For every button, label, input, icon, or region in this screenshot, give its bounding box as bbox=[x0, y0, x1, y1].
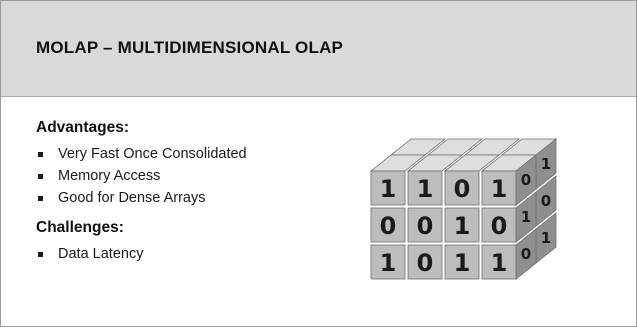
title-bar: MOLAP – MULTIDIMENSIONAL OLAP bbox=[1, 1, 636, 97]
cube-side-digit: 1 bbox=[521, 208, 531, 226]
cube-front-digit: 1 bbox=[454, 249, 471, 277]
cube-front-digit: 1 bbox=[454, 212, 471, 240]
bullet-icon bbox=[38, 196, 43, 201]
advantages-list: Very Fast Once Consolidated Memory Acces… bbox=[36, 143, 346, 209]
cube-front-face bbox=[407, 244, 443, 280]
advantage-text: Good for Dense Arrays bbox=[58, 190, 206, 206]
challenges-heading: Challenges: bbox=[36, 219, 124, 236]
cube-front-digit: 1 bbox=[491, 249, 508, 277]
cube-side-digit: 1 bbox=[541, 155, 551, 173]
content-text: Advantages: Very Fast Once Consolidated … bbox=[36, 119, 346, 265]
cube-front-digit: 0 bbox=[417, 249, 434, 277]
cube-side-digit: 1 bbox=[541, 229, 551, 247]
cube-front-digit: 1 bbox=[380, 175, 397, 203]
cube-front-digit: 0 bbox=[380, 212, 397, 240]
cube-front-face bbox=[444, 207, 480, 243]
cube-front-face bbox=[481, 170, 517, 206]
advantage-item: Good for Dense Arrays bbox=[36, 187, 346, 209]
cube-front-face bbox=[370, 207, 406, 243]
advantage-text: Memory Access bbox=[58, 168, 161, 184]
challenges-list: Data Latency bbox=[36, 243, 346, 265]
advantage-item: Very Fast Once Consolidated bbox=[36, 143, 346, 165]
cube-front-face bbox=[481, 207, 517, 243]
cube-front-face bbox=[407, 207, 443, 243]
cube-front-face bbox=[444, 170, 480, 206]
cube-side-digit: 0 bbox=[521, 171, 531, 189]
challenge-text: Data Latency bbox=[58, 246, 144, 262]
cube-front-digit: 1 bbox=[380, 249, 397, 277]
cube-front-face bbox=[481, 244, 517, 280]
bullet-icon bbox=[38, 174, 43, 179]
cube-front-face bbox=[444, 244, 480, 280]
cube-front-digit: 0 bbox=[417, 212, 434, 240]
advantage-text: Very Fast Once Consolidated bbox=[58, 146, 247, 162]
challenge-item: Data Latency bbox=[36, 243, 346, 265]
cube-front-face bbox=[370, 244, 406, 280]
cube-front-digit: 0 bbox=[454, 175, 471, 203]
cube-side-digit: 0 bbox=[541, 192, 551, 210]
cube-front-digit: 0 bbox=[491, 212, 508, 240]
advantage-item: Memory Access bbox=[36, 165, 346, 187]
cube-front-digit: 1 bbox=[417, 175, 434, 203]
bullet-icon bbox=[38, 152, 43, 157]
cube-side-digit: 0 bbox=[521, 245, 531, 263]
slide-title: MOLAP – MULTIDIMENSIONAL OLAP bbox=[36, 38, 344, 57]
cube-front-digit: 1 bbox=[491, 175, 508, 203]
bullet-icon bbox=[38, 252, 43, 257]
cube-front-face bbox=[407, 170, 443, 206]
advantages-heading: Advantages: bbox=[36, 119, 130, 136]
cube-front-face bbox=[370, 170, 406, 206]
